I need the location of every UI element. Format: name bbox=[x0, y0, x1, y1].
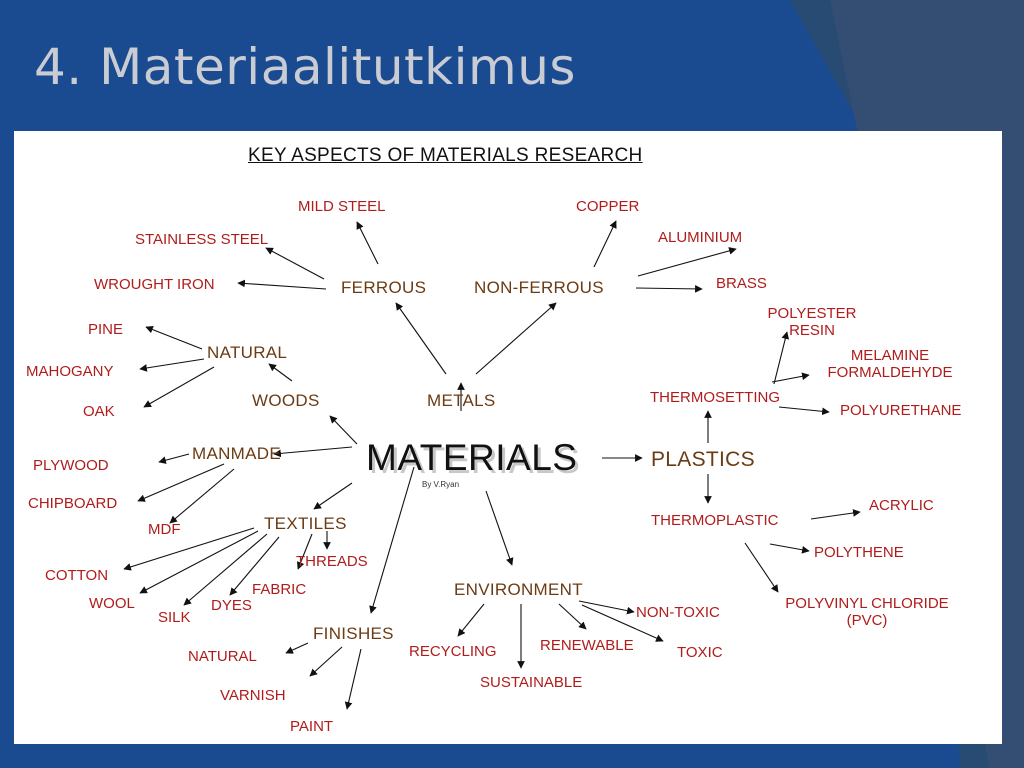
hub-finishes: FINISHES bbox=[313, 624, 394, 643]
leaf-wrought-iron: WROUGHT IRON bbox=[94, 276, 215, 293]
leaf-silk: SILK bbox=[158, 609, 191, 626]
hub-thermosetting: THERMOSETTING bbox=[650, 389, 780, 406]
hub-thermoplastic: THERMOPLASTIC bbox=[651, 512, 779, 529]
connector-arrows bbox=[123, 220, 861, 710]
leaf-melamine-formaldehyde: MELAMINE FORMALDEHYDE bbox=[812, 347, 968, 381]
leaf-mild-steel: MILD STEEL bbox=[298, 198, 386, 215]
leaf-varnish: VARNISH bbox=[220, 687, 286, 704]
leaf-recycling: RECYCLING bbox=[409, 643, 497, 660]
hub-non-ferrous: NON-FERROUS bbox=[474, 278, 604, 297]
leaf-copper: COPPER bbox=[576, 198, 640, 215]
leaf-dyes: DYES bbox=[211, 597, 252, 614]
leaf-chipboard: CHIPBOARD bbox=[28, 495, 118, 512]
leaf-fabric: FABRIC bbox=[252, 581, 307, 598]
leaf-plywood: PLYWOOD bbox=[33, 457, 109, 474]
leaf-toxic: TOXIC bbox=[677, 644, 723, 661]
leaf-renewable: RENEWABLE bbox=[540, 637, 634, 654]
center-node-materials: MATERIALS bbox=[366, 437, 578, 478]
diagram-panel: KEY ASPECTS OF MATERIALS RESEARCH MATERI… bbox=[14, 131, 1002, 744]
hub-ferrous: FERROUS bbox=[341, 278, 427, 297]
hub-environment: ENVIRONMENT bbox=[454, 580, 583, 599]
leaf-paint: PAINT bbox=[290, 718, 334, 735]
leaf-melamine: MELAMINE bbox=[850, 347, 930, 364]
leaf-acrylic: ACRYLIC bbox=[869, 497, 934, 514]
leaf-resin: RESIN bbox=[789, 321, 835, 339]
leaf-polyurethane: POLYURETHANE bbox=[840, 402, 962, 419]
diagram-credit: By V.Ryan bbox=[422, 480, 460, 489]
slide-title: 4. Materiaalitutkimus bbox=[34, 38, 576, 96]
hub-woods: WOODS bbox=[252, 391, 320, 410]
leaf-sustainable: SUSTAINABLE bbox=[480, 674, 583, 691]
leaf-stainless-steel: STAINLESS STEEL bbox=[135, 231, 269, 248]
hub-metals: METALS bbox=[427, 391, 496, 410]
leaf-pine: PINE bbox=[88, 321, 124, 338]
leaf-polyester: POLYESTER bbox=[767, 305, 857, 322]
hub-textiles: TEXTILES bbox=[264, 514, 347, 533]
leaf-threads: THREADS bbox=[296, 553, 368, 570]
leaf-finish-natural: NATURAL bbox=[188, 648, 257, 665]
leaf-pvc-abbrev: (PVC) bbox=[846, 611, 888, 629]
leaf-non-toxic: NON-TOXIC bbox=[636, 604, 720, 621]
leaf-polyvinyl-chloride: POLYVINYL CHLORIDE bbox=[785, 595, 949, 612]
leaf-cotton: COTTON bbox=[45, 567, 109, 584]
leaf-brass: BRASS bbox=[716, 275, 767, 292]
hub-plastics: PLASTICS bbox=[651, 448, 755, 471]
leaf-polythene: POLYTHENE bbox=[814, 544, 904, 561]
leaf-mdf: MDF bbox=[148, 521, 181, 538]
leaf-wool: WOOL bbox=[89, 595, 135, 612]
hub-natural: NATURAL bbox=[207, 343, 288, 362]
leaf-aluminium: ALUMINIUM bbox=[658, 229, 743, 246]
hub-manmade: MANMADE bbox=[192, 444, 281, 463]
leaf-oak: OAK bbox=[83, 403, 115, 420]
leaf-mahogany: MAHOGANY bbox=[26, 363, 114, 380]
leaf-pvc: POLYVINYL CHLORIDE (PVC) bbox=[761, 595, 973, 629]
leaf-formaldehyde: FORMALDEHYDE bbox=[827, 363, 953, 381]
leaf-polyester-resin: POLYESTER RESIN bbox=[762, 305, 862, 339]
diagram-title: KEY ASPECTS OF MATERIALS RESEARCH bbox=[248, 145, 643, 166]
